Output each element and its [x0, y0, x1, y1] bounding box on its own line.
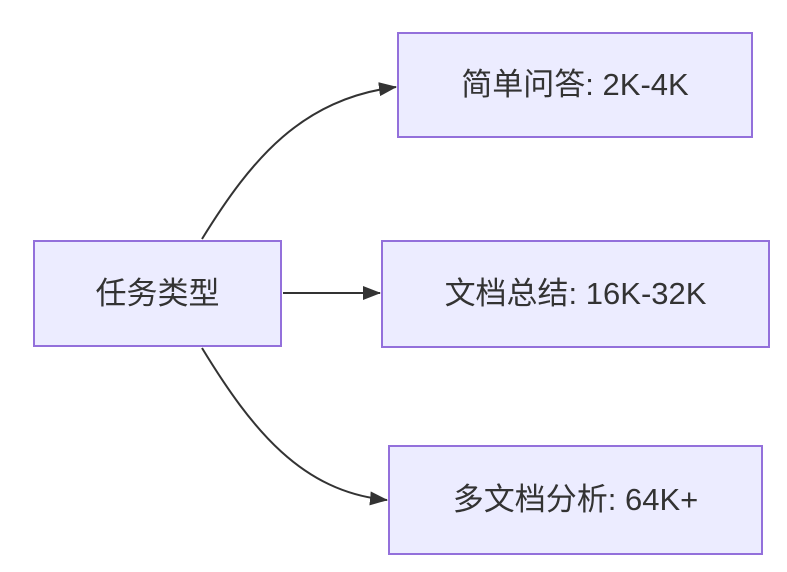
edge-root-to-simple-qa	[201, 82, 397, 240]
node-doc-summary: 文档总结: 16K-32K	[381, 240, 770, 348]
node-task-type: 任务类型	[33, 240, 282, 347]
node-multidoc-analysis: 多文档分析: 64K+	[388, 445, 763, 555]
node-simple-qa-label: 简单问答: 2K-4K	[461, 67, 689, 103]
node-simple-qa: 简单问答: 2K-4K	[397, 32, 753, 138]
edge-root-to-multidoc-analysis	[201, 347, 388, 506]
node-task-type-label: 任务类型	[95, 275, 220, 311]
node-multidoc-analysis-label: 多文档分析: 64K+	[452, 482, 699, 518]
node-doc-summary-label: 文档总结: 16K-32K	[444, 276, 707, 312]
